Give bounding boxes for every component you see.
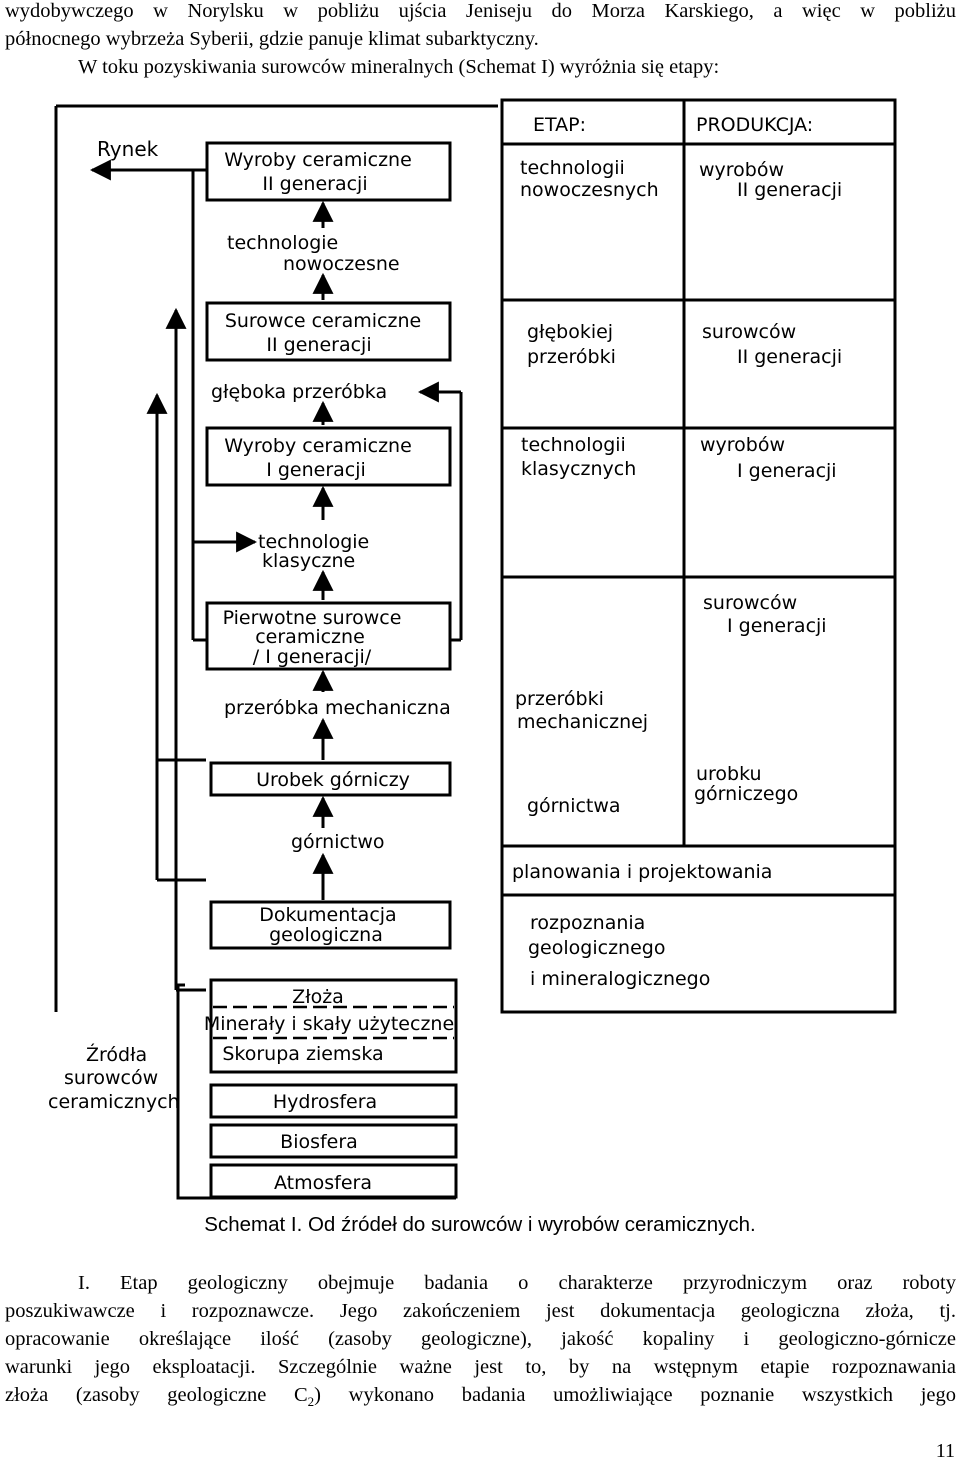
stage-row2-line2: przeróbki [527, 346, 616, 368]
box-hydrosphere-text: Hydrosfera [273, 1091, 377, 1113]
left-feedback-lines [54, 104, 498, 1200]
box-atmosphere [209, 1163, 458, 1199]
body-line-2: poszukiwawcze i rozpoznawcze. Jego zakoń… [5, 1300, 956, 1322]
box-deposits-group [209, 978, 458, 1074]
box-products-1st-gen-line2: I generacji [266, 459, 366, 481]
process-modern-tech-2: nowoczesne [283, 253, 400, 275]
production-row4-line2: I generacji [727, 615, 827, 637]
box-materials-2nd-gen-line1: Surowce ceramiczne [225, 310, 421, 332]
stage-row6-line1: górnictwa [527, 795, 621, 817]
production-row6-line2: górniczego [694, 783, 798, 805]
schema-diagram: Rynek Źródła surowców ceramicznych Wyrob… [48, 98, 897, 1200]
box-documentation-line2: geologiczna [269, 924, 383, 946]
intro-line-1: wydobywczego w Norylsku w pobliżu ujścia… [5, 0, 956, 22]
planning-text: planowania i projektowania [512, 861, 772, 883]
box-products-2nd-gen-line1: Wyroby ceramiczne [224, 149, 412, 171]
production-row4-line1: surowców [703, 592, 797, 614]
stage-row1-line2: nowoczesnych [520, 179, 659, 201]
body-line-3: opracowanie określające ilość (zasoby ge… [5, 1328, 956, 1350]
body-line-5: złoża (zasoby geologiczne C2) wykonano b… [5, 1384, 956, 1410]
body-line-4: warunki jego eksploatacji. Szczególnie w… [5, 1356, 956, 1378]
svg-text:ceramicznych: ceramicznych [48, 1091, 180, 1113]
process-modern-tech-1: technologie [227, 232, 338, 254]
process-mining: górnictwo [291, 831, 385, 853]
recognition-line2: geologicznego [528, 937, 665, 959]
process-classic-tech-2: klasyczne [262, 550, 355, 572]
production-row3-line1: wyrobów [700, 434, 785, 456]
box-biosphere [209, 1123, 458, 1159]
intro-line-2: północnego wybrzeża Syberii, gdzie panuj… [5, 28, 539, 50]
table-header-stage: ETAP: [533, 114, 586, 136]
svg-text:surowców: surowców [64, 1067, 158, 1089]
market-label: Rynek [97, 137, 159, 161]
sources-label: Źródła surowców ceramicznych [48, 1043, 180, 1113]
stage-row2-line1: głębokiej [527, 321, 613, 343]
intro-paragraph: wydobywczego w Norylsku w pobliżu ujścia… [5, 0, 956, 81]
box-primary-line2: ceramiczne [255, 626, 365, 648]
box-materials-2nd-gen-line2: II generacji [266, 334, 371, 356]
box-materials-2nd-gen [205, 301, 452, 362]
box-mining-output-text: Urobek górniczy [256, 769, 410, 791]
production-row1-line1: wyrobów [699, 159, 784, 181]
production-row2-line1: surowców [702, 321, 796, 343]
production-row3-line2: I generacji [737, 460, 837, 482]
body-paragraph: I. Etap geologiczny obejmuje badania o c… [5, 1269, 956, 1416]
box-products-2nd-gen-line2: II generacji [262, 173, 367, 195]
stage-row5-line2: mechanicznej [517, 711, 648, 733]
body-line-1: I. Etap geologiczny obejmuje badania o c… [78, 1272, 956, 1294]
box-primary-line3: / I generacji/ [253, 646, 372, 668]
page-number: 11 [935, 1440, 955, 1462]
box-mining-output [209, 761, 452, 797]
production-row2-line2: II generacji [737, 346, 842, 368]
table-header-production: PRODUKCJA: [696, 114, 813, 136]
recognition-line1: rozpoznania [530, 912, 645, 934]
box-documentation-line1: Dokumentacja [259, 904, 396, 926]
box-biosphere-text: Biosfera [280, 1131, 358, 1153]
intro-line-3: W toku pozyskiwania surowców mineralnych… [78, 56, 720, 78]
box-primary-materials [205, 601, 452, 671]
stage-production-table [500, 98, 897, 1014]
process-mech-processing: przeróbka mechaniczna [224, 697, 451, 719]
box-deposits-text: Złoża [292, 986, 344, 1008]
box-hydrosphere [209, 1083, 458, 1119]
box-minerals-text: Minerały i skały użyteczne [204, 1013, 454, 1035]
production-row1-line2: II generacji [737, 179, 842, 201]
stage-row3-line1: technologii [521, 434, 626, 456]
production-row6-line1: urobku [696, 763, 762, 785]
stage-row1-line1: technologii [520, 157, 625, 179]
box-geological-documentation [209, 900, 452, 950]
stage-row5-line1: przeróbki [515, 688, 604, 710]
process-classic-tech-1: technologie [258, 531, 369, 553]
box-atmosphere-text: Atmosfera [274, 1172, 372, 1194]
box-products-2nd-gen [205, 141, 452, 202]
box-products-1st-gen [205, 426, 452, 487]
schema-caption: Schemat I. Od źródeł do surowców i wyrob… [204, 1213, 756, 1236]
box-crust-text: Skorupa ziemska [222, 1043, 383, 1065]
process-deep-processing: głęboka przeróbka [211, 381, 387, 403]
stage-row3-line2: klasycznych [521, 458, 636, 480]
box-primary-line1: Pierwotne surowce [223, 607, 402, 629]
recognition-line3: i mineralogicznego [530, 968, 710, 990]
box-products-1st-gen-line1: Wyroby ceramiczne [224, 435, 412, 457]
svg-text:Źródła: Źródła [86, 1043, 147, 1066]
